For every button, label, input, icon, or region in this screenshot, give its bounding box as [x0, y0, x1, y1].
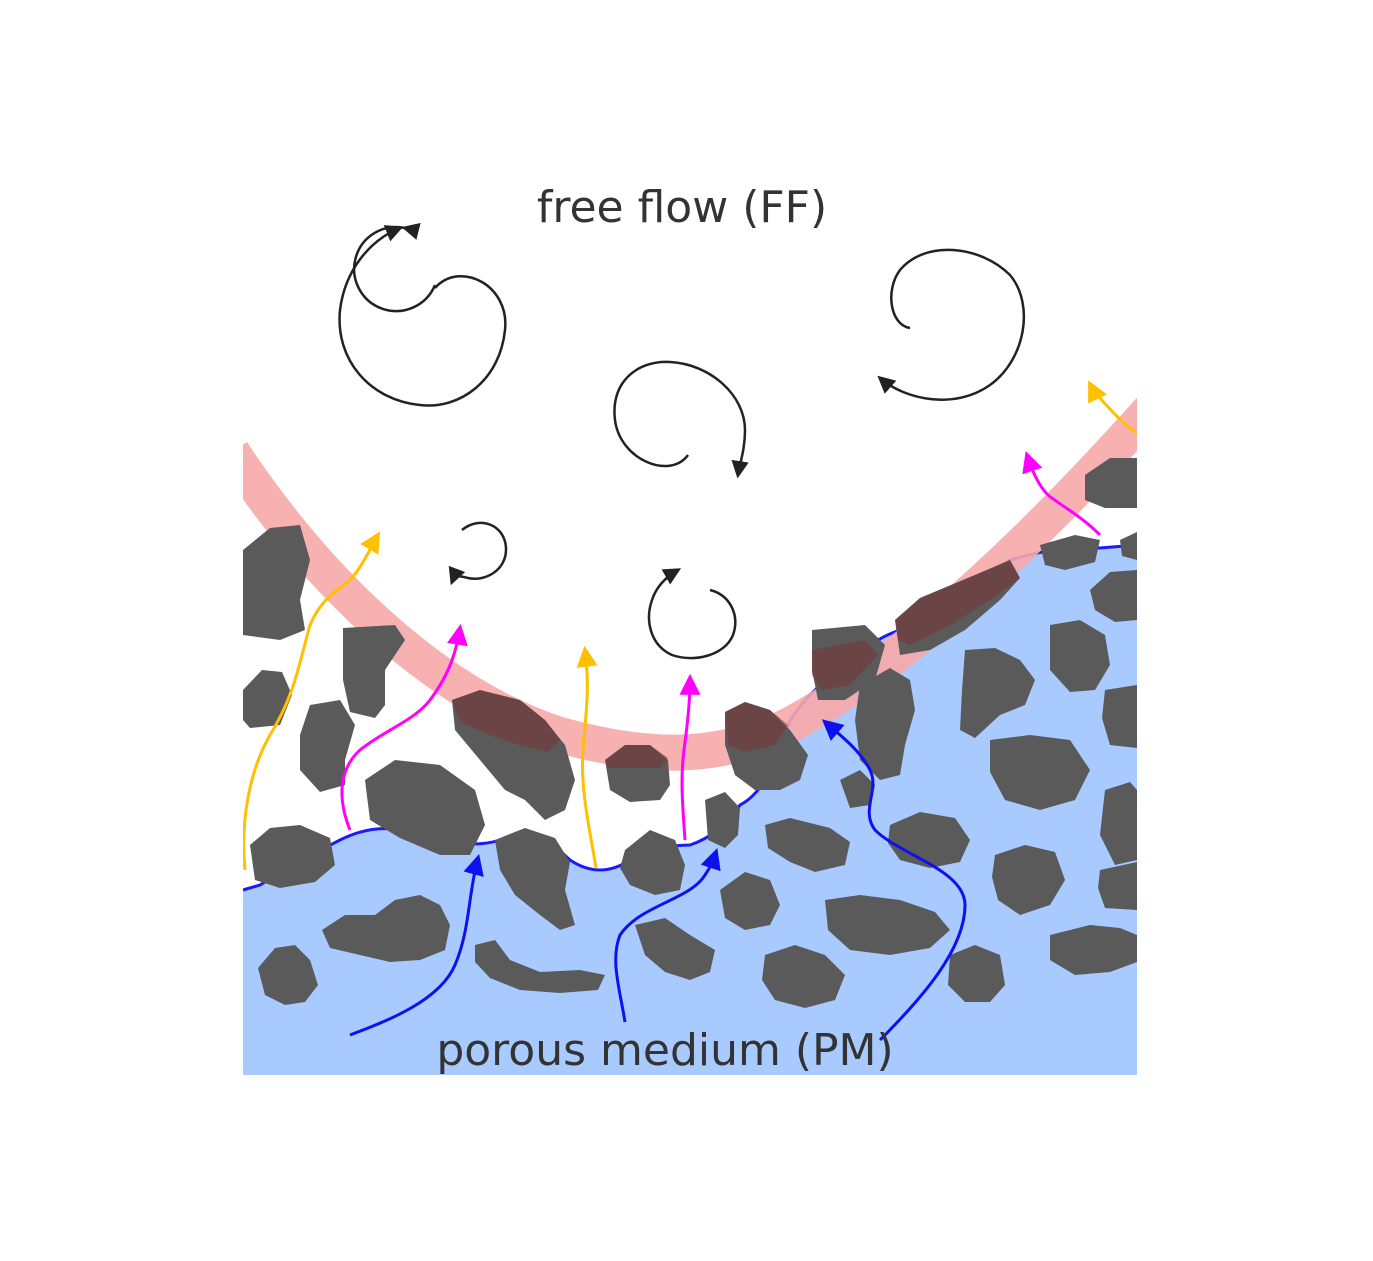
grain: [765, 818, 850, 872]
grain: [250, 825, 335, 888]
grain: [840, 770, 875, 808]
grain: [1098, 862, 1137, 910]
wavy-arrow-icon: [576, 645, 598, 869]
grain: [1085, 458, 1137, 508]
wavy-arrow-icon: [349, 853, 484, 1037]
wavy-arrow-icon: [821, 719, 967, 1042]
grain: [300, 700, 355, 792]
grain: [243, 670, 292, 728]
grain: [258, 945, 318, 1005]
porous-medium-label: porous medium (PM): [436, 1025, 893, 1076]
grain: [1102, 685, 1137, 748]
grain: [322, 895, 450, 962]
eddies: [338, 216, 1025, 660]
grain: [475, 940, 605, 993]
grain: [1100, 782, 1137, 865]
grain: [1050, 925, 1137, 975]
grain: [705, 792, 740, 848]
grain: [635, 918, 715, 980]
grain: [762, 945, 845, 1008]
grain: [990, 735, 1090, 810]
grain: [1090, 570, 1137, 622]
grain: [960, 648, 1035, 738]
grain: [343, 625, 405, 718]
wavy-arrow-icon: [679, 673, 701, 841]
wavy-arrow-icon: [340, 623, 468, 831]
wavy-arrow-icon: [1022, 451, 1102, 537]
wavy-arrow-icon: [243, 531, 381, 871]
grain: [855, 668, 915, 780]
circular-arrow-icon: [352, 216, 437, 313]
free-flow-label: free flow (FF): [537, 182, 827, 233]
circular-arrow-icon: [877, 248, 1025, 401]
circular-arrow-icon: [613, 360, 749, 479]
grain: [365, 760, 485, 855]
circular-arrow-icon: [338, 225, 507, 407]
yellow-flux-arrows: [243, 380, 1137, 871]
grain: [948, 945, 1005, 1002]
grain: [495, 828, 575, 930]
grain: [1050, 620, 1110, 692]
grains: [243, 458, 1137, 1008]
grain: [992, 845, 1065, 915]
grain: [888, 812, 970, 868]
grain: [243, 525, 310, 640]
grain: [620, 830, 685, 895]
band-overlap: [452, 560, 1020, 768]
wavy-arrow-icon: [614, 848, 721, 1023]
circular-arrow-icon: [647, 568, 737, 660]
grain: [825, 895, 950, 955]
grain: [1040, 535, 1100, 570]
magenta-flux-arrows: [340, 451, 1102, 841]
circular-arrow-icon: [448, 521, 508, 586]
wavy-arrow-icon: [1088, 380, 1137, 435]
blue-flux-arrows: [349, 719, 967, 1042]
grain: [720, 872, 780, 930]
grain: [1120, 532, 1137, 560]
